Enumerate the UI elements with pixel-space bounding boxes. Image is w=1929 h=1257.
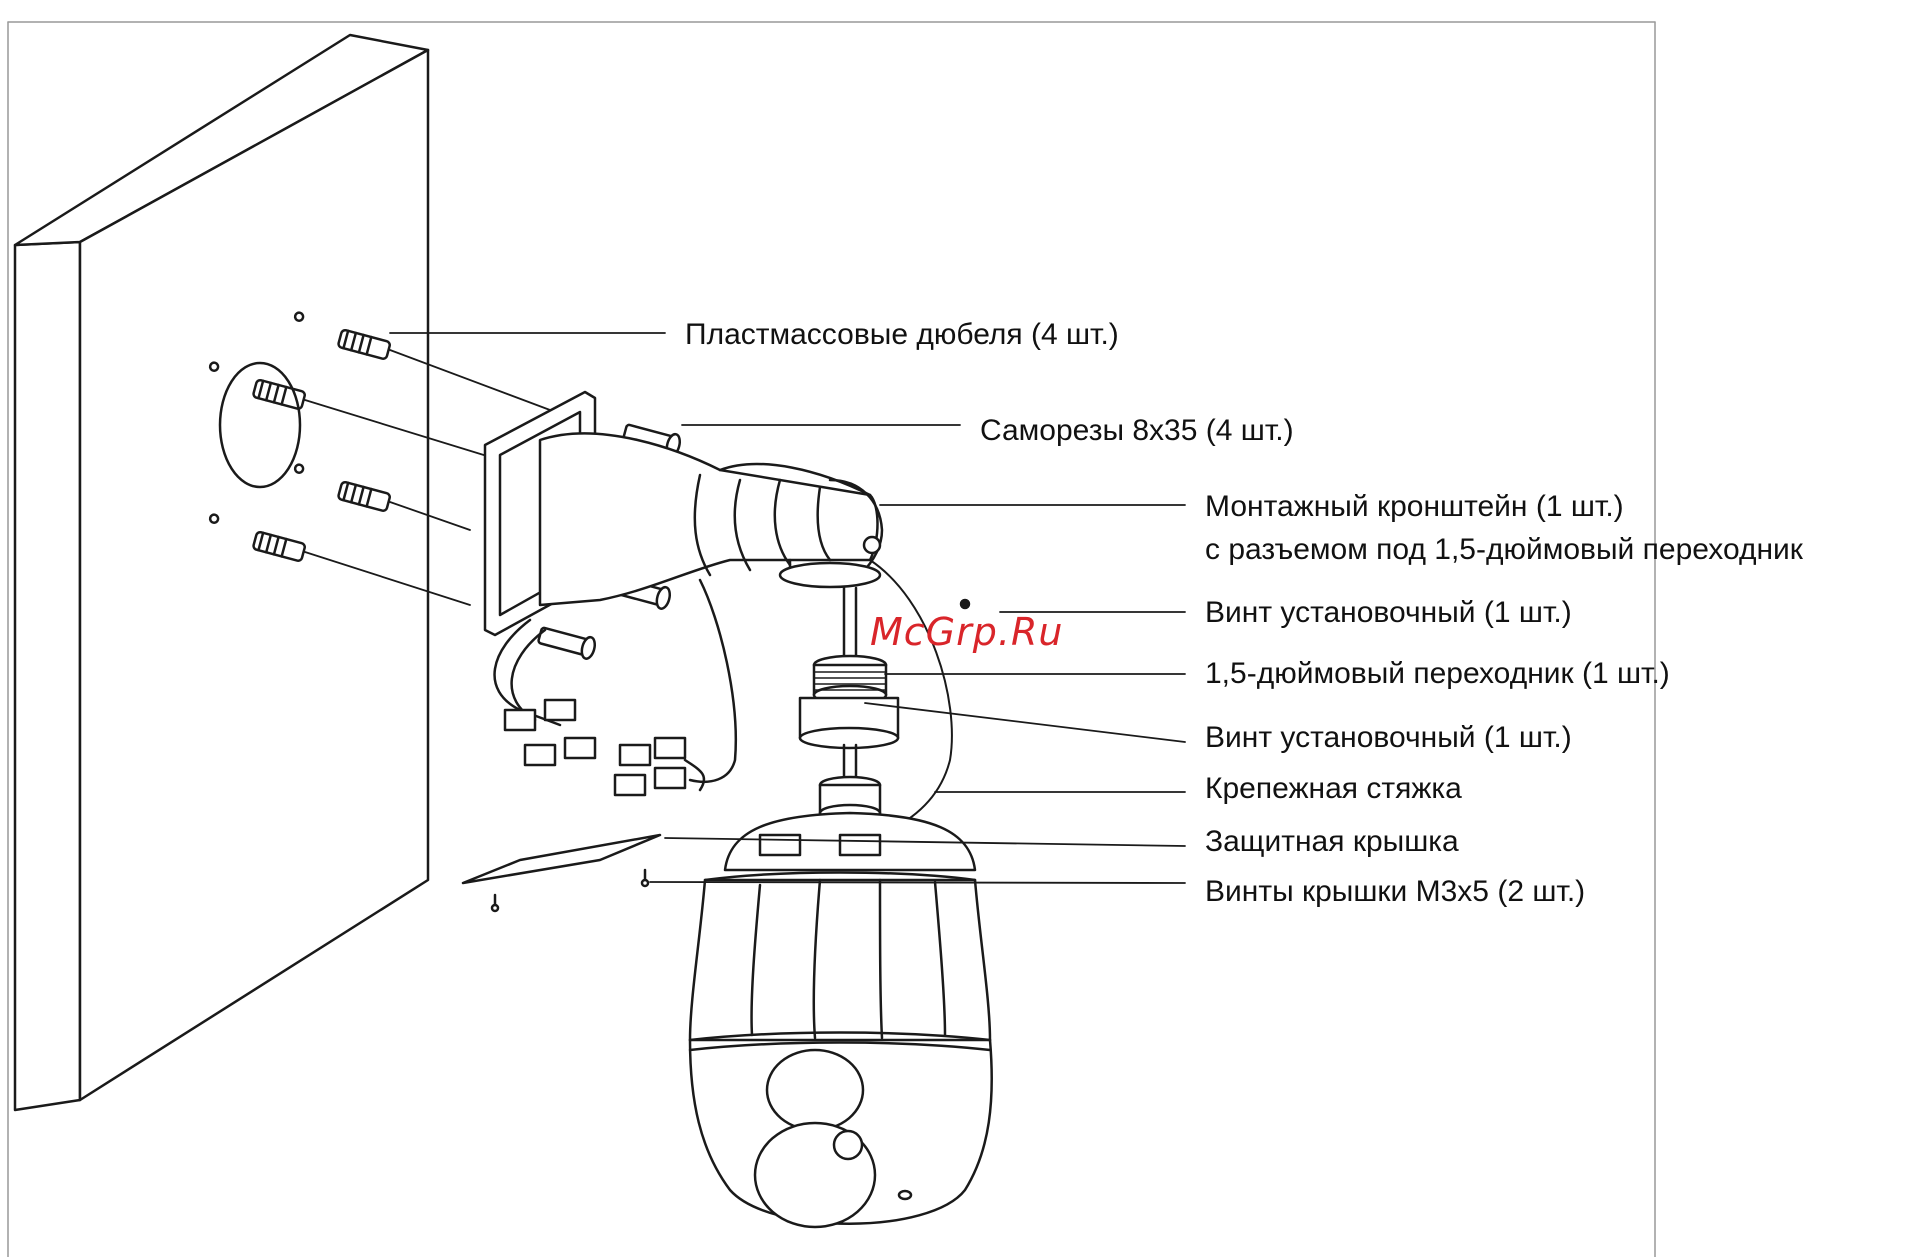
label-set-screw-2: Винт установочный (1 шт.) [1205,721,1572,755]
label-mounting-bracket: Монтажный кронштейн (1 шт.) [1205,490,1624,524]
watermark: McGrp.Ru [870,610,1063,654]
label-cover-screws: Винты крышки M3x5 (2 шт.) [1205,875,1585,909]
protective-cover-plate [463,835,660,911]
set-screw-1 [961,600,969,608]
label-protective-cover: Защитная крышка [1205,825,1459,859]
label-cable-tie: Крепежная стяжка [1205,772,1462,806]
mounting-bracket [485,392,882,635]
ptz-camera [690,813,992,1227]
label-adapter: 1,5-дюймовый переходник (1 шт.) [1205,657,1670,691]
label-mounting-bracket-adapter: с разъемом под 1,5-дюймовый переходник [1205,533,1803,567]
camera-lens-upper [767,1050,863,1130]
label-set-screw-1: Винт установочный (1 шт.) [1205,596,1572,630]
label-plastic-dowels: Пластмассовые дюбеля (4 шт.) [685,318,1119,352]
label-self-tapping-screws: Саморезы 8x35 (4 шт.) [980,414,1294,448]
